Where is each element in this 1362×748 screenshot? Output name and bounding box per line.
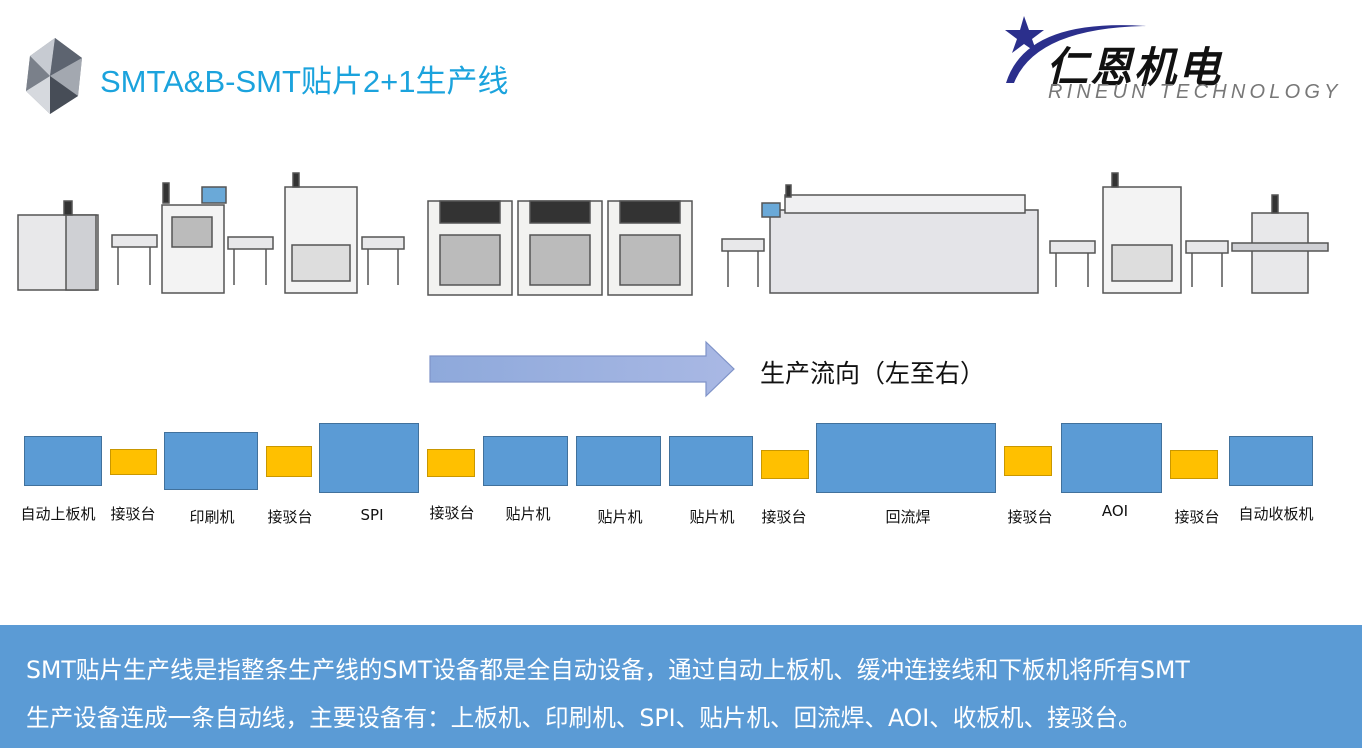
station-label: 贴片机 bbox=[505, 505, 551, 523]
production-line-illustration bbox=[17, 172, 1329, 296]
station-label: SPI bbox=[360, 506, 384, 524]
flow-direction-label: 生产流向（左至右） bbox=[760, 359, 986, 388]
page-title: SMTA&B-SMT贴片2+1生产线 bbox=[100, 64, 509, 99]
station-label: 贴片机 bbox=[689, 508, 735, 526]
station-label: 印刷机 bbox=[189, 508, 235, 526]
mounter-image bbox=[427, 200, 513, 296]
station-label: 接驳台 bbox=[1174, 508, 1220, 526]
station-block-mounter bbox=[576, 436, 661, 486]
station-label: 自动上板机 bbox=[20, 505, 96, 523]
mounter-image bbox=[607, 200, 693, 296]
reflow-oven-image bbox=[761, 184, 1039, 294]
logo-chinese-name: 仁恩机电 bbox=[1046, 43, 1223, 92]
description-line-2: 生产设备连成一条自动线，主要设备有：上板机、印刷机、SPI、贴片机、回流焊、AO… bbox=[26, 704, 1142, 732]
conveyor-image bbox=[361, 236, 405, 285]
station-block-printer bbox=[164, 432, 258, 490]
unloader-machine-image bbox=[1231, 194, 1329, 294]
station-block-unloader bbox=[1229, 436, 1313, 486]
station-label: 自动收板机 bbox=[1238, 505, 1314, 523]
logo-english-name: RINEUN TECHNOLOGY bbox=[1048, 81, 1342, 103]
conveyor-image bbox=[227, 236, 274, 285]
spi-image bbox=[284, 172, 358, 294]
flow-direction-arrow-icon bbox=[429, 340, 735, 398]
conveyor-image bbox=[1185, 240, 1229, 287]
conveyor-image bbox=[111, 234, 158, 285]
station-block-conveyor bbox=[110, 449, 157, 475]
conveyor-image bbox=[721, 238, 765, 287]
station-block-spi bbox=[319, 423, 419, 493]
description-line-1: SMT贴片生产线是指整条生产线的SMT设备都是全自动设备，通过自动上板机、缓冲连… bbox=[26, 656, 1190, 684]
station-label: 贴片机 bbox=[597, 508, 643, 526]
station-block-conveyor bbox=[761, 450, 809, 479]
station-block-mounter bbox=[669, 436, 753, 486]
station-block-conveyor bbox=[427, 449, 475, 477]
star-swoosh-icon bbox=[1005, 16, 1146, 83]
aoi-image bbox=[1102, 172, 1182, 294]
station-block-mounter bbox=[483, 436, 568, 486]
mounter-image bbox=[517, 200, 603, 296]
station-block-conveyor bbox=[1170, 450, 1218, 479]
station-block-aoi bbox=[1061, 423, 1162, 493]
loader-machine-image bbox=[17, 200, 99, 291]
station-label: 接驳台 bbox=[1007, 508, 1053, 526]
station-block-reflow bbox=[816, 423, 996, 493]
station-block-conveyor bbox=[266, 446, 312, 477]
station-label: 接驳台 bbox=[267, 508, 313, 526]
conveyor-image bbox=[1049, 240, 1096, 287]
printer-image bbox=[161, 182, 227, 294]
station-label: 接驳台 bbox=[429, 504, 475, 522]
station-label: 接驳台 bbox=[110, 505, 156, 523]
station-block-loader bbox=[24, 436, 102, 486]
crystal-logo-icon bbox=[26, 38, 82, 114]
station-block-conveyor bbox=[1004, 446, 1052, 476]
station-label: AOI bbox=[1101, 502, 1129, 520]
description-panel: SMT贴片生产线是指整条生产线的SMT设备都是全自动设备，通过自动上板机、缓冲连… bbox=[0, 625, 1362, 748]
station-label: 回流焊 bbox=[885, 508, 931, 526]
station-label: 接驳台 bbox=[761, 508, 807, 526]
